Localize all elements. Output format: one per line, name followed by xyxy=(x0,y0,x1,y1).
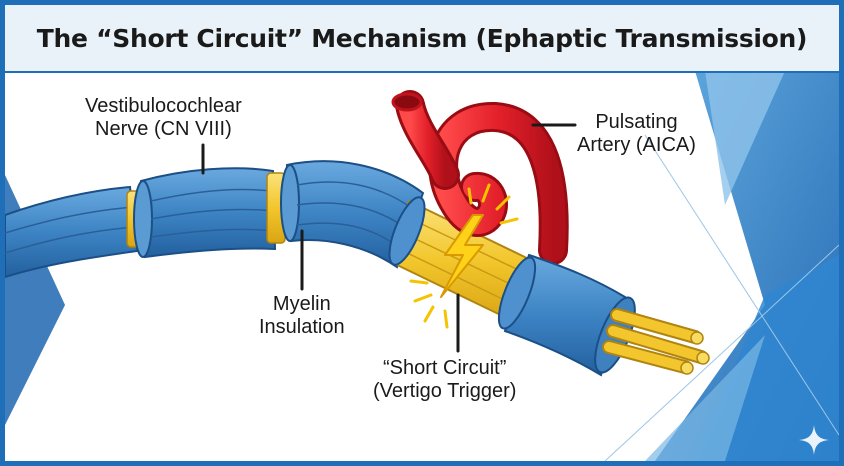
label-nerve-line2: Nerve (CN VIII) xyxy=(85,118,242,141)
label-short-circuit-line1: “Short Circuit” xyxy=(373,357,516,380)
label-artery: Pulsating Artery (AICA) xyxy=(577,111,696,157)
page-title: The “Short Circuit” Mechanism (Ephaptic … xyxy=(37,24,807,53)
label-nerve: Vestibulocochlear Nerve (CN VIII) xyxy=(85,95,242,141)
sparkle-icon xyxy=(799,425,829,455)
label-myelin-line1: Myelin xyxy=(259,293,345,316)
myelin-segment-2 xyxy=(134,168,275,257)
label-short-circuit-line2: (Vertigo Trigger) xyxy=(373,380,516,403)
title-bar: The “Short Circuit” Mechanism (Ephaptic … xyxy=(5,5,839,73)
label-myelin-line2: Insulation xyxy=(259,316,345,339)
label-artery-line1: Pulsating xyxy=(577,111,696,134)
nerve-left-segment xyxy=(5,187,137,277)
label-myelin: Myelin Insulation xyxy=(259,293,345,339)
axon-fibres xyxy=(609,315,709,374)
label-nerve-line1: Vestibulocochlear xyxy=(85,95,242,118)
label-artery-line2: Artery (AICA) xyxy=(577,134,696,157)
label-short-circuit: “Short Circuit” (Vertigo Trigger) xyxy=(373,357,516,403)
